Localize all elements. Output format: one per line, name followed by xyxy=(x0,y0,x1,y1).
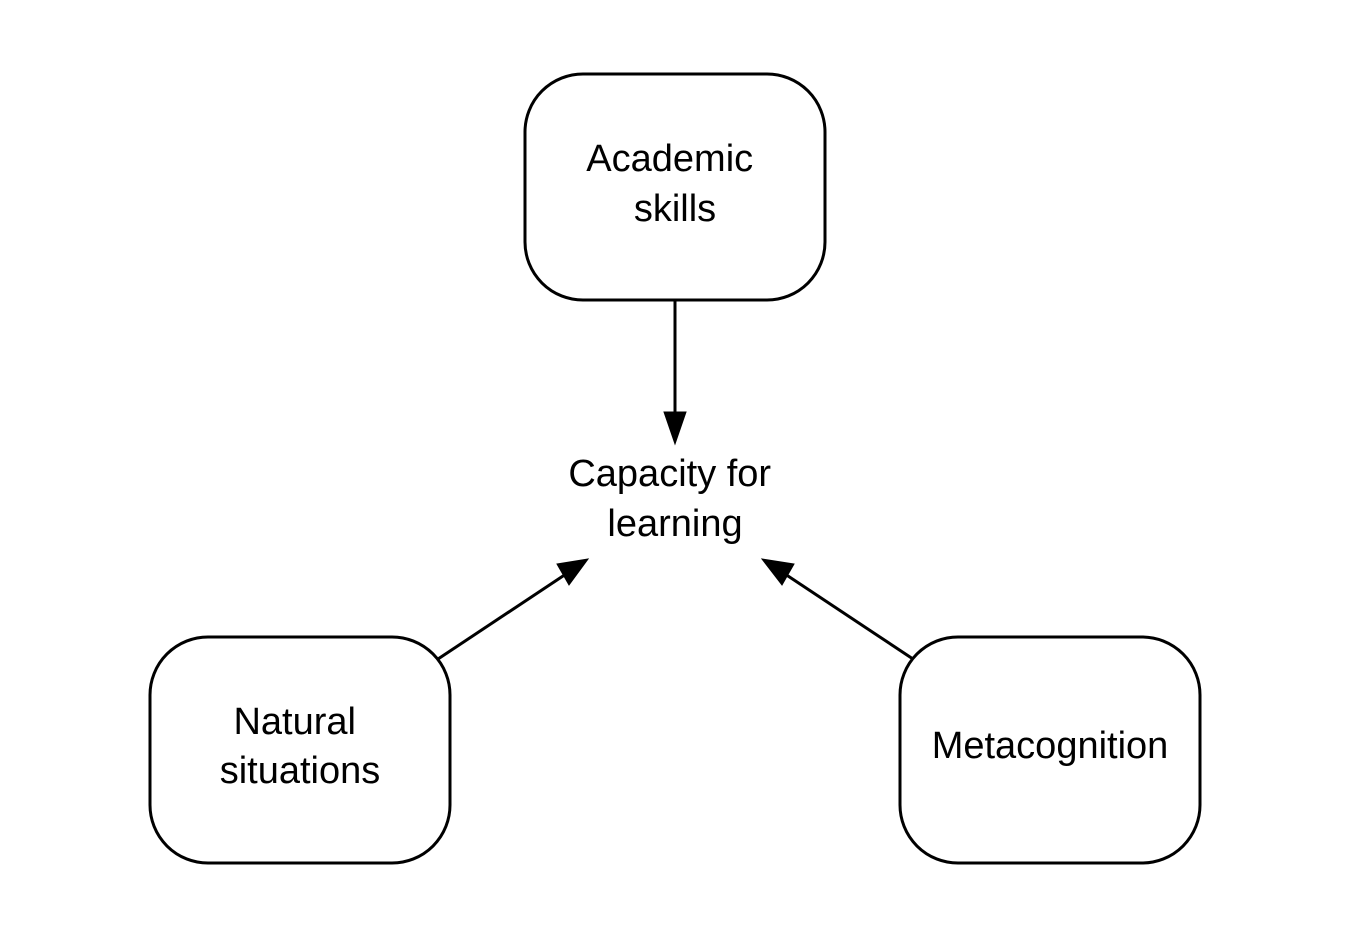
edge-metacognition-to-capacity xyxy=(760,558,914,661)
arrowhead-icon xyxy=(556,558,590,586)
node-box xyxy=(148,635,452,865)
edge-academic-to-capacity xyxy=(663,296,687,446)
center-label-line: Capacity for xyxy=(568,453,771,495)
node-label-line: Academic xyxy=(586,138,753,180)
node-box xyxy=(523,72,827,302)
arrowhead-icon xyxy=(663,411,687,446)
edge-line xyxy=(784,572,914,661)
node-label: Metacognition xyxy=(932,725,1169,767)
node-natural-situations: Natural situations xyxy=(148,635,452,865)
center-label: Capacity for learning xyxy=(568,453,781,545)
node-label-line: Natural xyxy=(233,701,356,743)
arrowhead-icon xyxy=(760,558,795,586)
node-label: Academic skills xyxy=(586,138,763,230)
node-capacity-for-learning: Capacity for learning xyxy=(568,453,781,545)
edge-line xyxy=(437,572,567,661)
node-label-line: situations xyxy=(220,750,381,792)
node-label-line: Metacognition xyxy=(932,725,1169,767)
node-metacognition: Metacognition xyxy=(898,635,1202,865)
node-academic-skills: Academic skills xyxy=(523,72,827,302)
edge-natural-to-capacity xyxy=(437,558,590,661)
center-label-line: learning xyxy=(607,503,742,545)
node-label: Natural situations xyxy=(220,701,381,792)
node-box xyxy=(898,635,1202,865)
node-label-line: skills xyxy=(634,188,716,230)
